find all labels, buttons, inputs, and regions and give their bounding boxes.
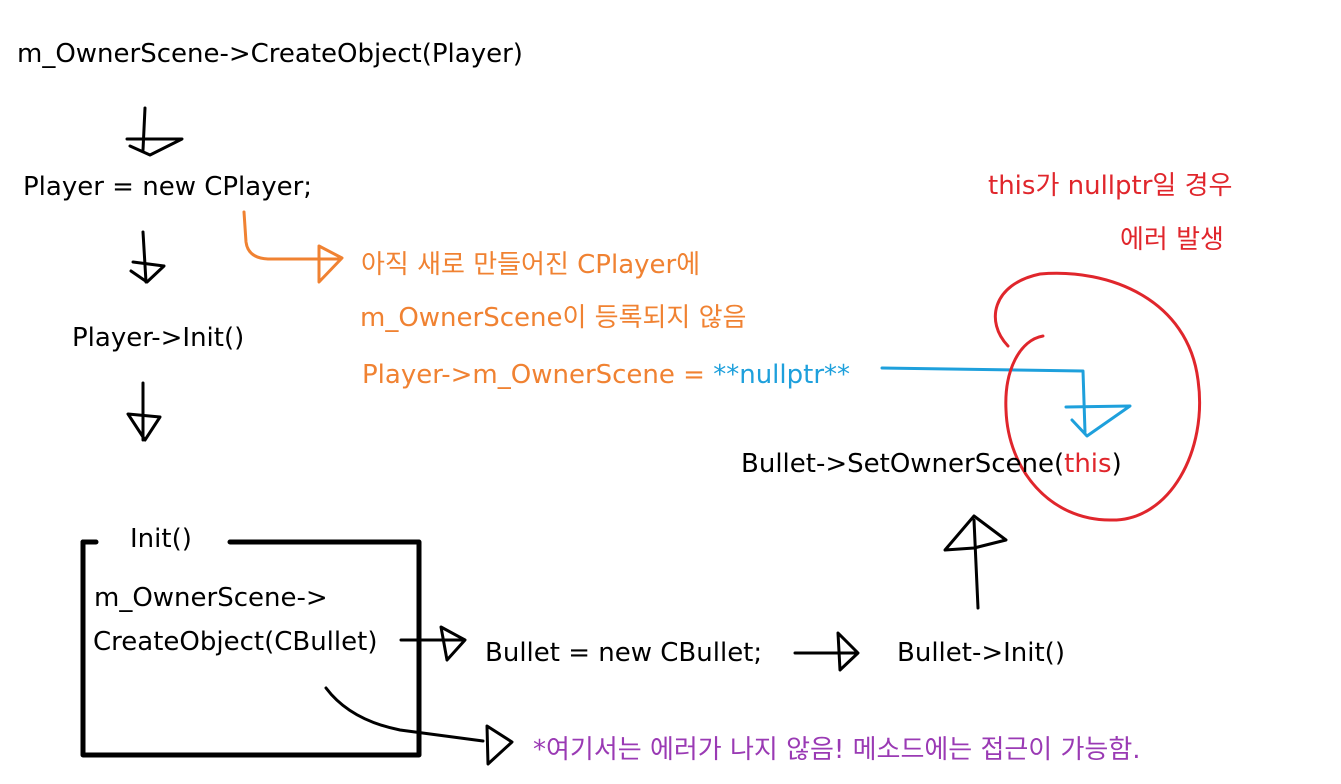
down-arrow-2 [129,230,166,284]
player-init-call: Player->Init() [72,323,245,353]
note-player-line3: Player->m_OwnerScene = **nullptr** [362,362,850,388]
bottom-note: *여기서는 에러가 나지 않음! 메소드에는 접근이 가능함. [533,735,1141,765]
this-argument: this [1064,449,1112,479]
curved-arrow-to-bottom-note [324,686,514,766]
orange-connector-arrow [242,210,344,284]
new-bullet-statement: Bullet = new CBullet; [485,638,763,668]
init-box-line1: m_OwnerScene-> [94,583,328,613]
down-arrow-3 [126,381,162,442]
init-box-title: Init() [130,524,192,554]
new-player-statement: Player = new CPlayer; [23,172,313,202]
red-circle-highlight [993,271,1202,522]
arrow-to-bullet-init [793,631,860,672]
error-note-line2: 에러 발생 [1120,225,1224,255]
set-owner-prefix: Bullet->SetOwnerScene( [741,449,1065,479]
error-note-line1: this가 nullptr일 경우 [988,171,1233,201]
init-box-outline [80,539,422,758]
set-owner-suffix: ) [1111,449,1122,479]
down-arrow-1 [125,106,184,157]
bullet-init-call: Bullet->Init() [897,638,1065,668]
up-arrow-to-set-owner [943,514,1008,610]
owner-scene-assignment: Player->m_OwnerScene = [362,360,714,390]
arrow-to-new-bullet [399,625,467,662]
note-player-line2: m_OwnerScene이 등록되지 않음 [360,303,747,333]
create-player-call: m_OwnerScene->CreateObject(Player) [17,39,523,69]
nullptr-value: **nullptr** [713,360,851,390]
blue-connector-arrow [880,366,1132,438]
set-owner-scene-call: Bullet->SetOwnerScene(this) [741,451,1122,477]
note-player-line1: 아직 새로 만들어진 CPlayer에 [361,250,701,280]
init-box-line2: CreateObject(CBullet) [93,627,378,657]
